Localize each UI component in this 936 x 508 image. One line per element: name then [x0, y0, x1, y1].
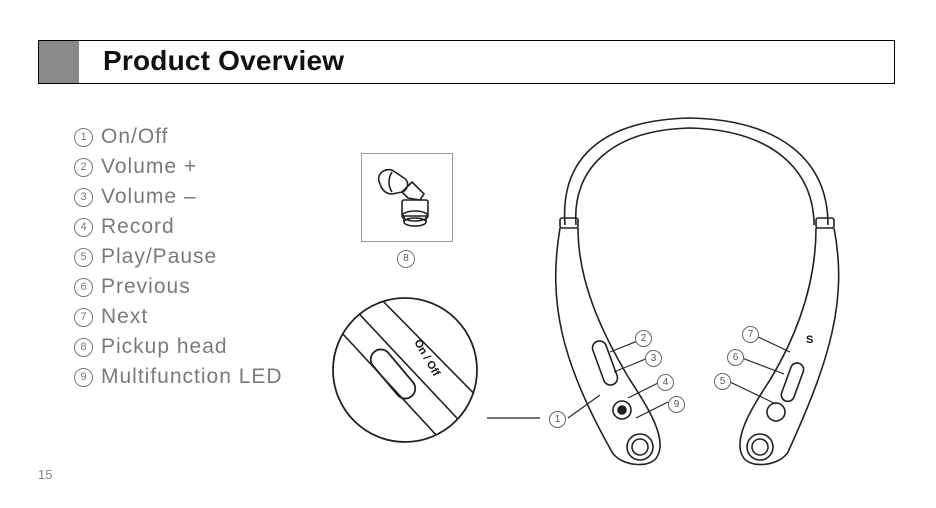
callout-3: 3 — [645, 350, 662, 367]
zoom-circle — [333, 298, 477, 442]
headset-body — [556, 118, 839, 465]
callout-9: 9 — [668, 396, 685, 413]
callout-2: 2 — [635, 330, 652, 347]
callout-5: 5 — [714, 373, 731, 390]
callout-1: 1 — [549, 411, 566, 428]
callout-6: 6 — [727, 349, 744, 366]
page-number: 15 — [38, 467, 52, 482]
callout-7: 7 — [742, 326, 759, 343]
callout-4: 4 — [657, 374, 674, 391]
svg-text:S: S — [806, 334, 813, 346]
